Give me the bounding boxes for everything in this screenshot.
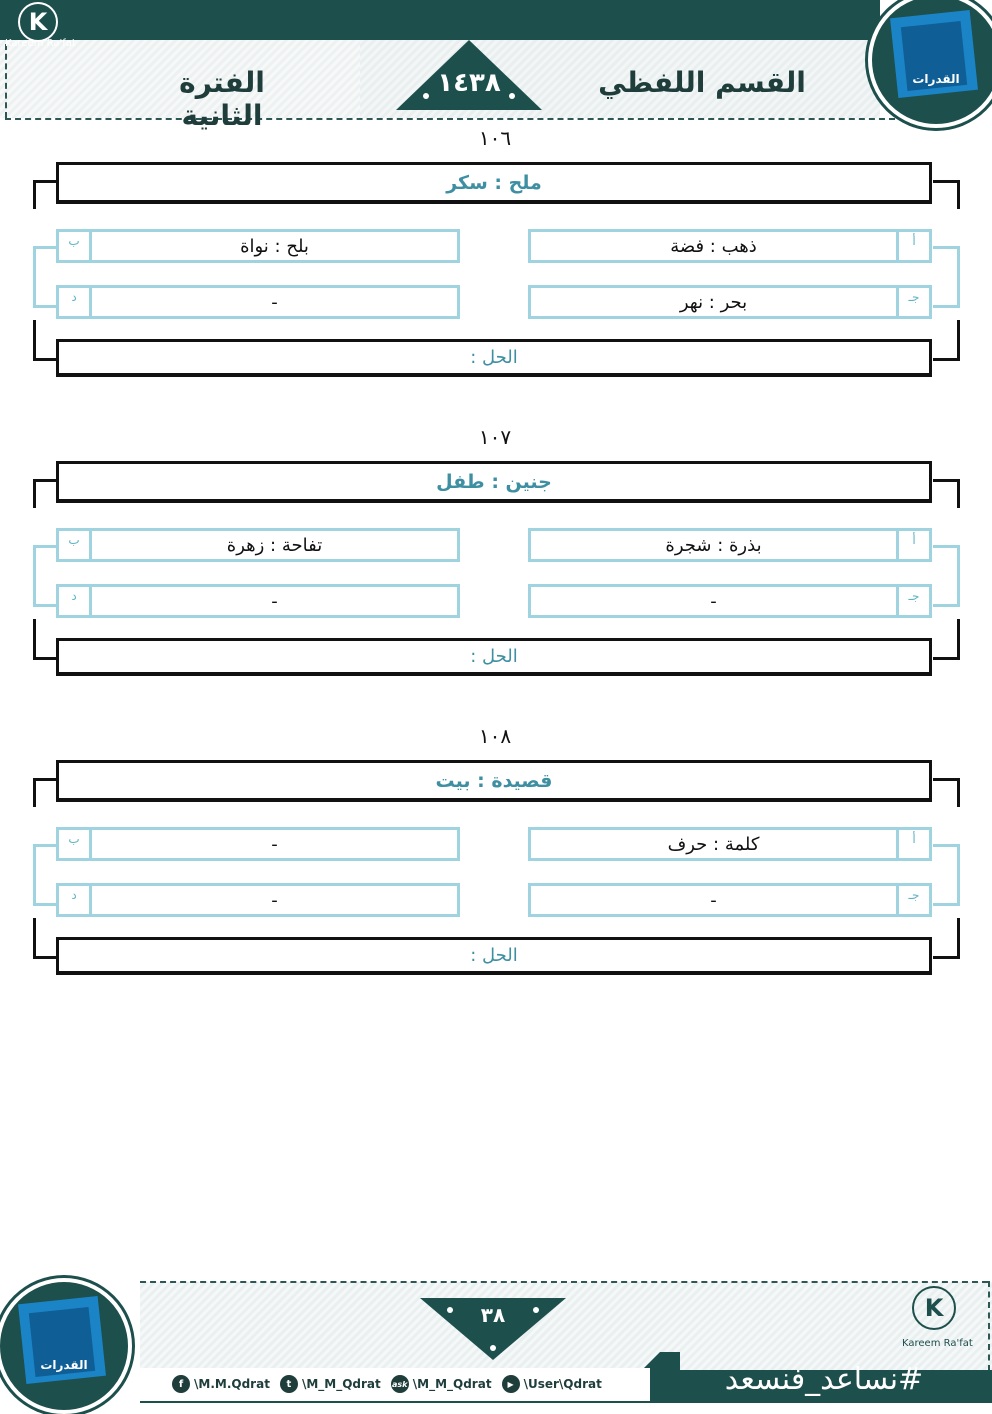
solution-field[interactable]: الحل : — [56, 339, 932, 377]
facebook-icon: f — [172, 1375, 190, 1393]
footer-logo-name: Kareem Ra'fat — [902, 1338, 973, 1349]
option-label: ب — [59, 531, 92, 559]
footer-pattern — [140, 1282, 992, 1372]
header-logo: K — [18, 2, 58, 42]
option-label: أ — [896, 531, 929, 559]
brand-text: القدرات — [912, 72, 960, 86]
year-label: ١٤٣٨ — [437, 68, 501, 98]
askfm-icon: ask — [390, 1375, 409, 1393]
page-number-triangle — [420, 1298, 566, 1360]
option-d[interactable]: - د — [56, 584, 460, 618]
footer-logo: K — [912, 1286, 956, 1330]
twitter-icon: t — [279, 1375, 298, 1393]
facebook-link[interactable]: \M.M.Qdrat — [194, 1377, 270, 1391]
social-links: f \M.M.Qdrat t \M_M_Qdrat ask \M_M_Qdrat… — [172, 1375, 602, 1393]
question-stem: قصيدة : بيت — [56, 760, 932, 802]
option-text: بذرة : شجرة — [665, 534, 762, 556]
option-a[interactable]: كلمة : حرف أ — [528, 827, 932, 861]
footer-divider-right — [988, 1281, 990, 1371]
option-label: جـ — [896, 886, 929, 914]
question-stem: جنين : طفل — [56, 461, 932, 503]
header-logo-name: Kareem Ra'fat — [5, 38, 76, 49]
question-number: ١٠٧ — [478, 425, 512, 449]
option-label: ب — [59, 232, 92, 260]
year-triangle — [396, 40, 542, 110]
youtube-icon: ▶ — [501, 1375, 520, 1393]
footer-brand-logo: القدرات — [0, 1278, 132, 1414]
option-label: د — [59, 886, 92, 914]
twitter-link[interactable]: \M_M_Qdrat — [301, 1377, 381, 1391]
question-number: ١٠٨ — [478, 724, 512, 748]
question-number: ١٠٦ — [478, 126, 512, 150]
solution-field[interactable]: الحل : — [56, 937, 932, 975]
option-label: جـ — [896, 587, 929, 615]
option-text: - — [710, 590, 717, 612]
header-divider-left — [5, 44, 7, 118]
solution-field[interactable]: الحل : — [56, 638, 932, 676]
option-c[interactable]: - جـ — [528, 584, 932, 618]
logo-k-icon: K — [912, 1286, 956, 1330]
brand-text: القدرات — [40, 1358, 88, 1372]
option-b[interactable]: بلح : نواة ب — [56, 229, 460, 263]
option-text: تفاحة : زهرة — [226, 534, 323, 556]
question-stem: ملح : سكر — [56, 162, 932, 204]
period-title: الفترة الثانية — [179, 66, 265, 132]
option-text: ذهب : فضة — [670, 235, 757, 257]
option-label: أ — [896, 232, 929, 260]
option-c[interactable]: بحر : نهر جـ — [528, 285, 932, 319]
youtube-link[interactable]: \User\Qdrat — [523, 1377, 602, 1391]
header-divider — [5, 118, 895, 120]
header-pattern-left — [0, 40, 360, 118]
option-d[interactable]: - د — [56, 883, 460, 917]
option-text: كلمة : حرف — [667, 833, 760, 855]
option-c[interactable]: - جـ — [528, 883, 932, 917]
option-text: بلح : نواة — [240, 235, 309, 257]
section-title: القسم اللفظي — [598, 66, 806, 99]
option-b[interactable]: تفاحة : زهرة ب — [56, 528, 460, 562]
option-text: - — [271, 590, 278, 612]
option-text: - — [271, 889, 278, 911]
option-label: جـ — [896, 288, 929, 316]
option-a[interactable]: بذرة : شجرة أ — [528, 528, 932, 562]
hashtag: #نساعد_فنسعد — [724, 1362, 924, 1397]
option-label: أ — [896, 830, 929, 858]
option-text: - — [710, 889, 717, 911]
option-label: ب — [59, 830, 92, 858]
option-label: د — [59, 587, 92, 615]
option-label: د — [59, 288, 92, 316]
option-text: بحر : نهر — [679, 291, 748, 313]
footer-divider — [140, 1281, 988, 1283]
logo-k-icon: K — [18, 2, 58, 42]
option-b[interactable]: - ب — [56, 827, 460, 861]
page-number: ٣٨ — [480, 1303, 506, 1327]
askfm-link[interactable]: \M_M_Qdrat — [412, 1377, 492, 1391]
option-text: - — [271, 291, 278, 313]
option-d[interactable]: - د — [56, 285, 460, 319]
header-band — [0, 0, 880, 40]
brand-logo: القدرات — [868, 0, 992, 128]
option-text: - — [271, 833, 278, 855]
option-a[interactable]: ذهب : فضة أ — [528, 229, 932, 263]
